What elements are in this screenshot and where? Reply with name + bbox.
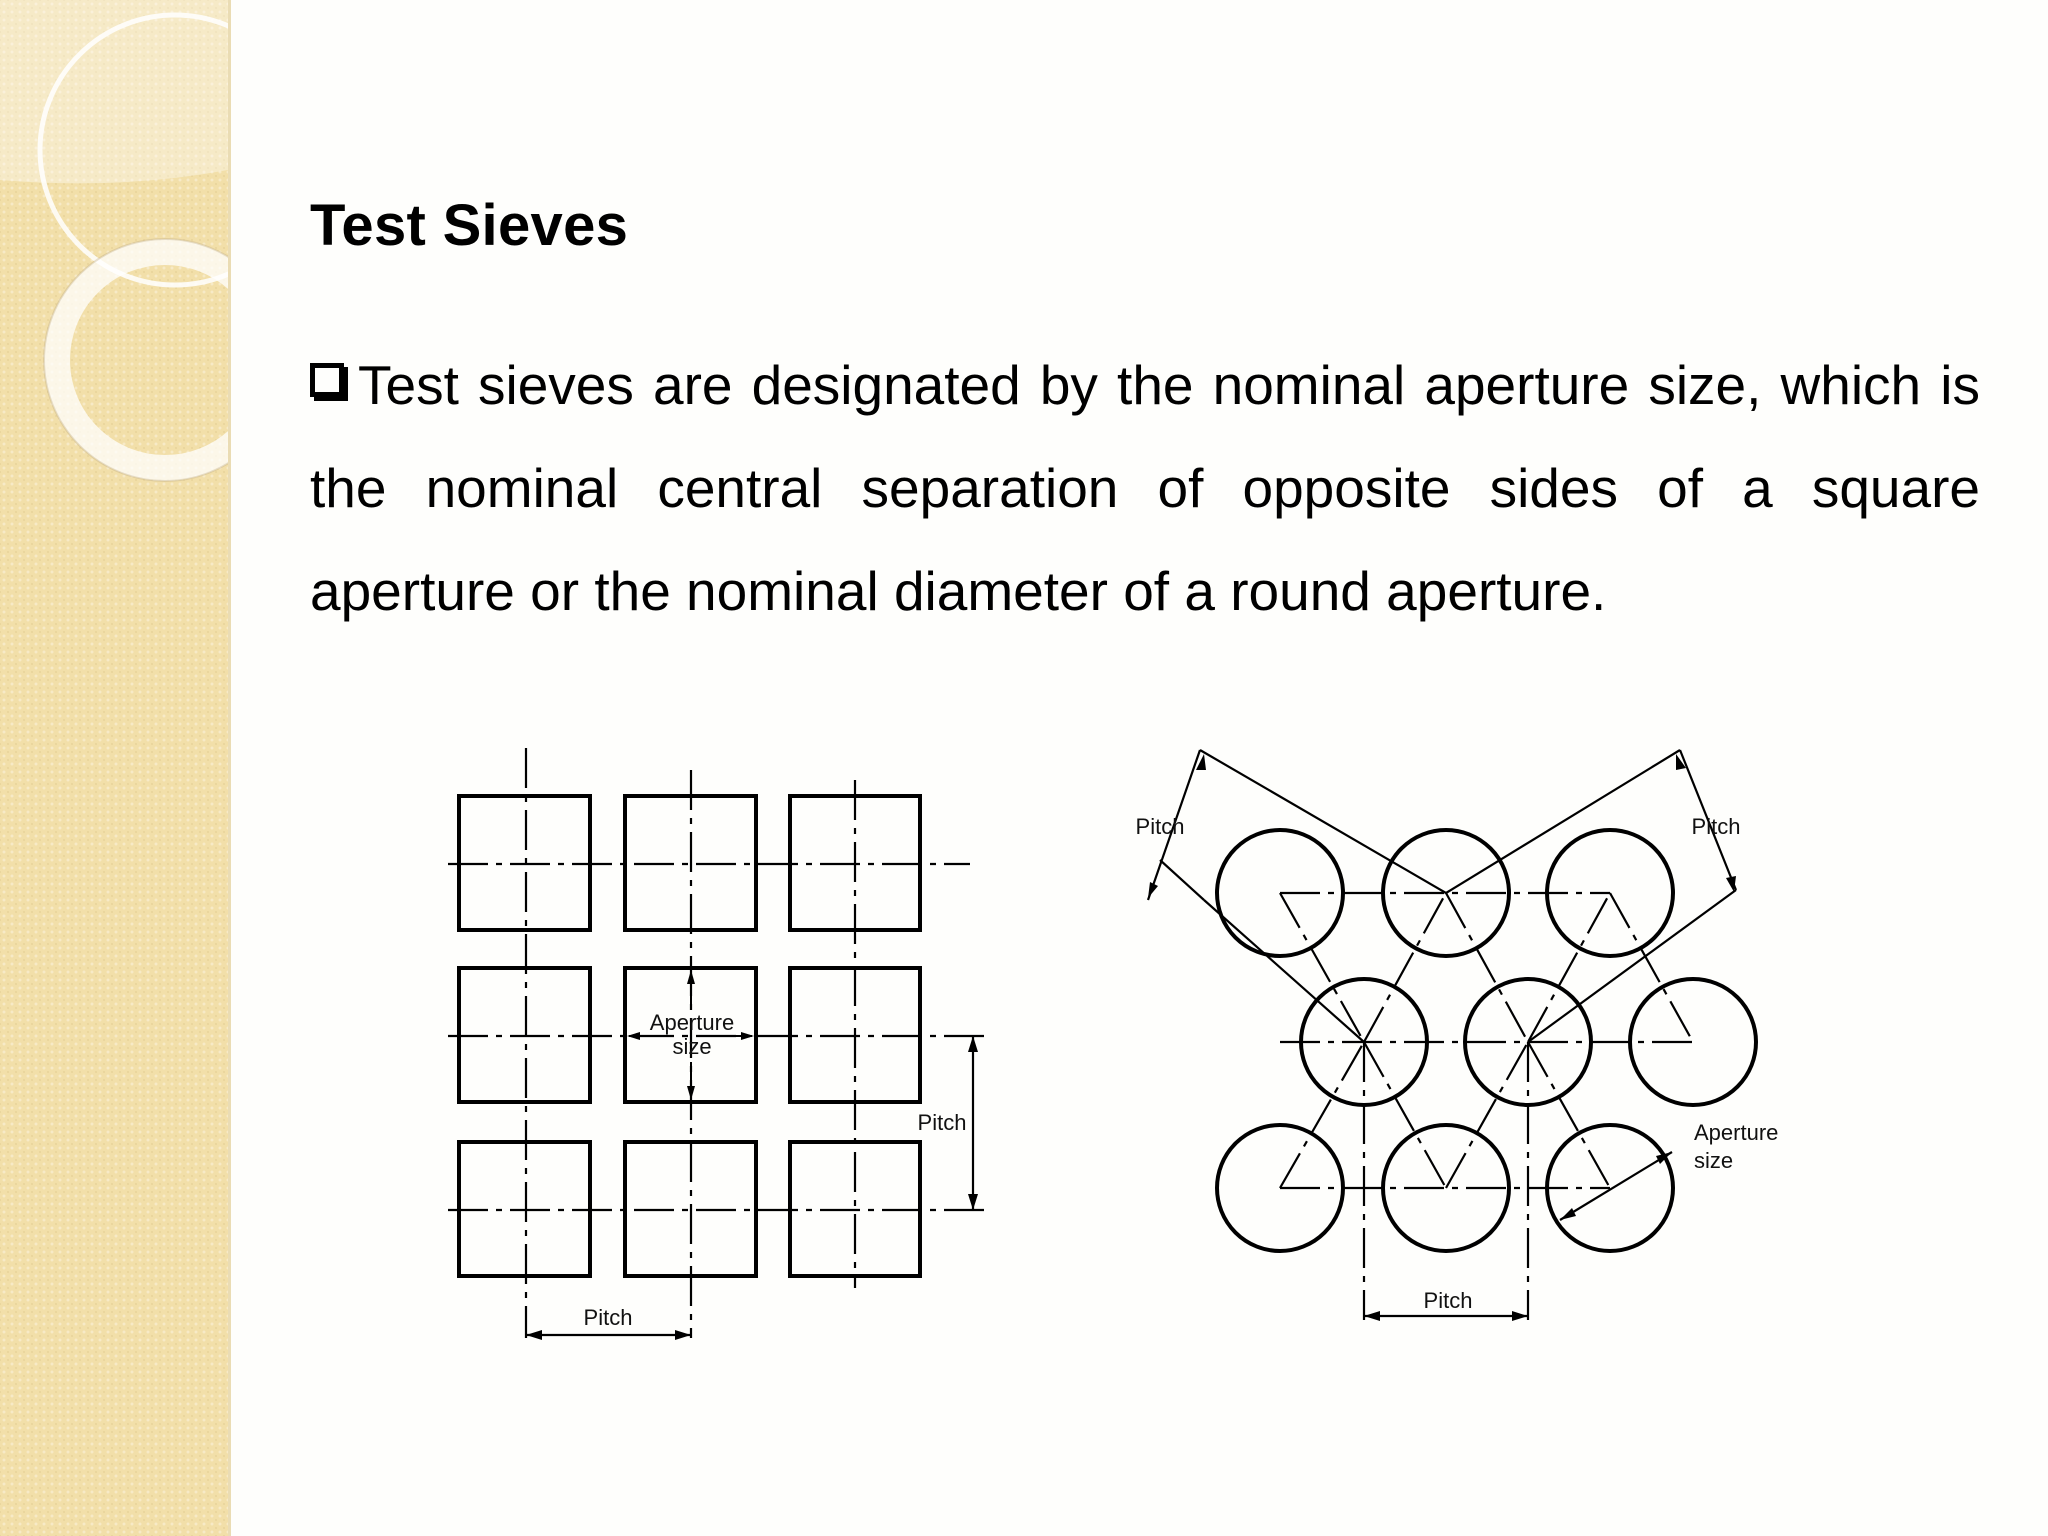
bullet-text: Test sieves are designated by the nomina…: [310, 354, 1980, 622]
aperture-size-label-line2: size: [1694, 1148, 1733, 1173]
round-aperture-figure: Pitch Pitch Aperture size Pitch: [1136, 749, 1778, 1321]
aperture-size-label-line2: size: [672, 1034, 711, 1059]
bullet-paragraph: Test sieves are designated by the nomina…: [310, 334, 1980, 643]
aperture-size-label-line1: Aperture: [650, 1010, 734, 1035]
pitch-right-label: Pitch: [1692, 814, 1741, 839]
pitch-left-label: Pitch: [1136, 814, 1185, 839]
pitch-bottom-label: Pitch: [584, 1305, 633, 1330]
square-aperture-figure: Aperture size Pitch Pitch: [448, 748, 985, 1340]
slide-title: Test Sieves: [310, 193, 629, 258]
round-aperture: [1381, 828, 1511, 958]
decorative-sidebar: [0, 0, 231, 1536]
round-aperture: [1381, 1123, 1511, 1253]
checkbox-bullet-icon: [310, 363, 344, 397]
round-aperture: [1628, 977, 1758, 1107]
pitch-right-label: Pitch: [918, 1110, 967, 1135]
aperture-size-label-line1: Aperture: [1694, 1120, 1778, 1145]
pitch-bottom-label: Pitch: [1424, 1288, 1473, 1313]
sidebar-rings-decoration: [0, 0, 228, 482]
